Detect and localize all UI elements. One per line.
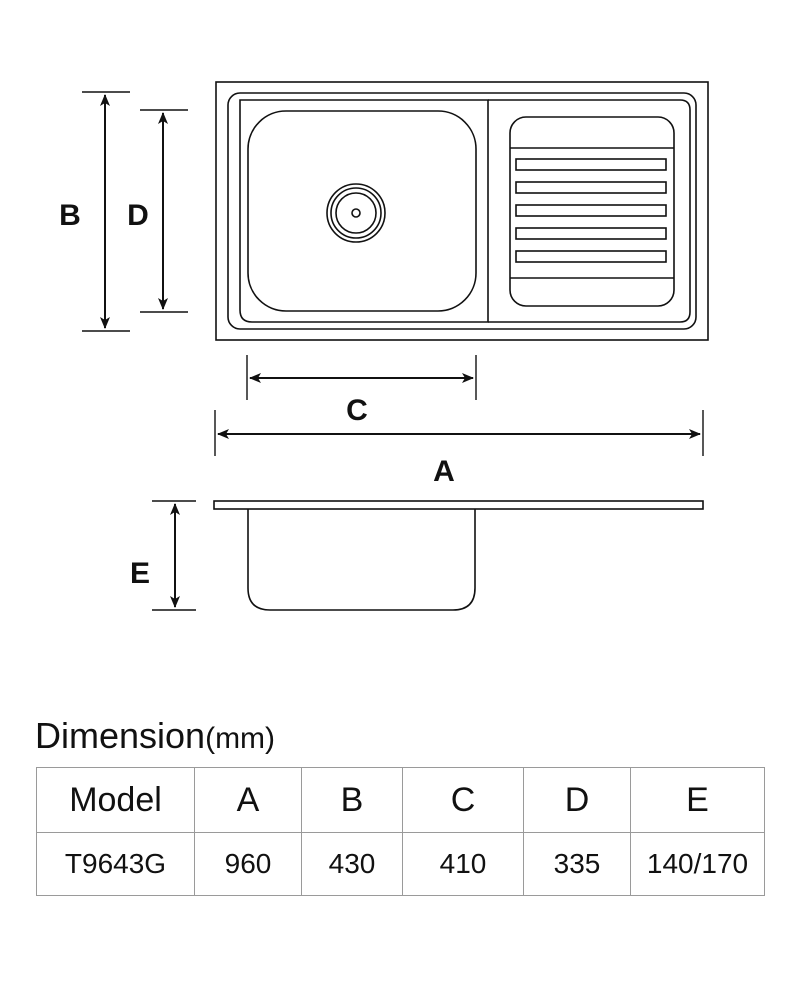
table-header-row: Model A B C D E <box>36 767 765 833</box>
label-c: C <box>346 394 368 427</box>
cell-b: 430 <box>301 832 403 896</box>
header-model: Model <box>36 767 195 833</box>
label-a: A <box>433 455 455 488</box>
dimension-unit: (mm) <box>205 722 276 755</box>
sink-outer-frame <box>215 81 709 341</box>
cell-model: T9643G <box>36 832 195 896</box>
cell-a: 960 <box>194 832 302 896</box>
table-row: T9643G 960 430 410 335 140/170 <box>36 832 765 896</box>
header-c: C <box>402 767 524 833</box>
cell-c: 410 <box>402 832 524 896</box>
sink-side-view <box>213 500 704 611</box>
label-b: B <box>59 199 81 232</box>
header-a: A <box>194 767 302 833</box>
dimension-table: Model A B C D E T9643G 960 430 410 335 1… <box>36 767 765 896</box>
drainboard-rib <box>515 204 667 217</box>
dimension-c <box>246 355 477 400</box>
drain-middle <box>330 187 382 239</box>
drainboard <box>509 116 675 307</box>
drain-inner <box>335 192 377 234</box>
drainboard-rib <box>515 181 667 194</box>
dimension-e <box>152 500 196 611</box>
dimension-a <box>214 410 704 456</box>
sink-bowl <box>247 110 477 312</box>
bowl-profile <box>247 509 476 611</box>
dimension-title-text: Dimension <box>35 715 206 756</box>
dimension-section-title: Dimension(mm) <box>35 715 275 757</box>
sink-inner-rim <box>227 92 697 330</box>
dimension-d <box>140 109 188 313</box>
label-e: E <box>130 557 150 590</box>
drainboard-rib <box>515 158 667 171</box>
label-d: D <box>127 199 149 232</box>
sink-technical-drawing: B D C A E <box>59 81 709 611</box>
sink-top-edge <box>213 500 704 510</box>
drainboard-rib <box>515 250 667 263</box>
drain-hole <box>351 208 361 218</box>
cell-e: 140/170 <box>630 832 765 896</box>
dimension-b <box>82 91 130 332</box>
header-d: D <box>523 767 631 833</box>
drain-outer <box>326 183 386 243</box>
bowl-recess <box>239 99 489 323</box>
drainboard-recess <box>488 99 691 323</box>
sink-top-view <box>215 81 709 341</box>
cell-d: 335 <box>523 832 631 896</box>
header-e: E <box>630 767 765 833</box>
header-b: B <box>301 767 403 833</box>
drainboard-rib <box>515 227 667 240</box>
